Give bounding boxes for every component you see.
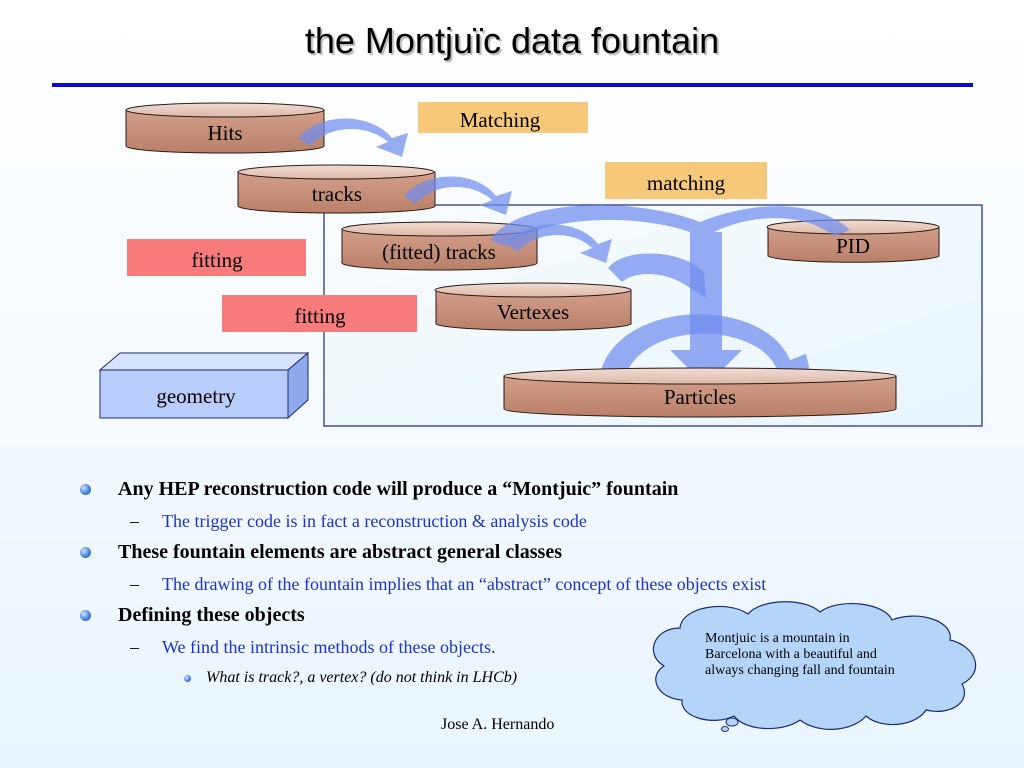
pid-cylinder: PID: [766, 219, 940, 263]
dash-icon: –: [130, 511, 139, 531]
bullet-dot-icon: [80, 484, 91, 495]
cloud-callout: [652, 601, 977, 732]
bullet-2-sub: – The drawing of the fountain implies th…: [80, 568, 960, 600]
arrow-fitted-to-vertexes: [506, 224, 612, 263]
bullet-1-sub-text: The trigger code is in fact a reconstruc…: [162, 511, 587, 531]
bullet-2: These fountain elements are abstract gen…: [80, 537, 960, 568]
dash-icon: –: [130, 637, 139, 657]
bullet-dot-icon: [80, 610, 91, 621]
tracks-cylinder-label: tracks: [312, 182, 362, 206]
tracks-cylinder: tracks: [237, 164, 436, 214]
fitting-label-1: [127, 239, 306, 276]
fitting-label-2-text: fitting: [294, 304, 346, 328]
matching-label-1-text: Matching: [460, 108, 541, 132]
bullet-dot-icon: [80, 547, 91, 558]
bullet-1-text: Any HEP reconstruction code will produce…: [118, 478, 679, 500]
matching-label-1: [418, 102, 588, 133]
title-underline: [52, 83, 973, 87]
bullet-3-sub: – We find the intrinsic methods of these…: [80, 631, 960, 663]
matching-label-2-text: matching: [647, 171, 726, 195]
dash-icon: –: [130, 574, 139, 594]
bullet-1-sub: – The trigger code is in fact a reconstr…: [80, 505, 960, 537]
bullet-3-sub-text: We find the intrinsic methods of these o…: [162, 637, 496, 657]
slide-title: the Montjuïc data fountain: [304, 20, 720, 61]
hits-cylinder-label: Hits: [207, 121, 242, 145]
bullet-3: Defining these objects: [80, 600, 960, 631]
arrow-fountain-arch: [490, 205, 850, 386]
geometry-box: geometry: [98, 351, 310, 420]
geometry-box-label: geometry: [156, 384, 236, 408]
footer-author: Jose A. Hernando: [441, 716, 555, 733]
arrow-pid-arch: [608, 253, 706, 298]
bullet-3-subsub-text: What is track?, a vertex? (do not think …: [206, 669, 518, 686]
bullet-dot-icon: [184, 675, 191, 682]
hits-cylinder: Hits: [125, 102, 325, 154]
fitting-label-2: [222, 295, 417, 332]
particles-cylinder-label: Particles: [664, 385, 736, 409]
arrow-tracks-to-fitted: [404, 176, 512, 215]
bullet-3-text: Defining these objects: [118, 604, 305, 626]
bullet-2-text: These fountain elements are abstract gen…: [118, 541, 563, 563]
particles-cylinder: Particles: [503, 367, 897, 418]
arrow-hits-to-tracks: [298, 118, 408, 157]
arrow-particles-arch: [597, 314, 812, 400]
bullet-list: Any HEP reconstruction code will produce…: [80, 474, 960, 693]
vertexes-cylinder: Vertexes: [434, 282, 632, 331]
vertexes-cylinder-label: Vertexes: [497, 300, 569, 324]
cloud-note: Montjuic is a mountain in Barcelona with…: [705, 631, 895, 678]
fitted-tracks-cylinder: (fitted) tracks: [341, 221, 538, 271]
flow-arrows: [298, 118, 850, 400]
bullet-1: Any HEP reconstruction code will produce…: [80, 474, 960, 505]
fitting-label-1-text: fitting: [191, 248, 243, 272]
pid-cylinder-label: PID: [836, 234, 870, 258]
bullet-3-subsub: What is track?, a vertex? (do not think …: [80, 663, 960, 693]
matching-label-2: [605, 162, 767, 199]
bullet-2-sub-text: The drawing of the fountain implies that…: [162, 574, 767, 594]
fitted-tracks-cylinder-label: (fitted) tracks: [382, 240, 496, 264]
